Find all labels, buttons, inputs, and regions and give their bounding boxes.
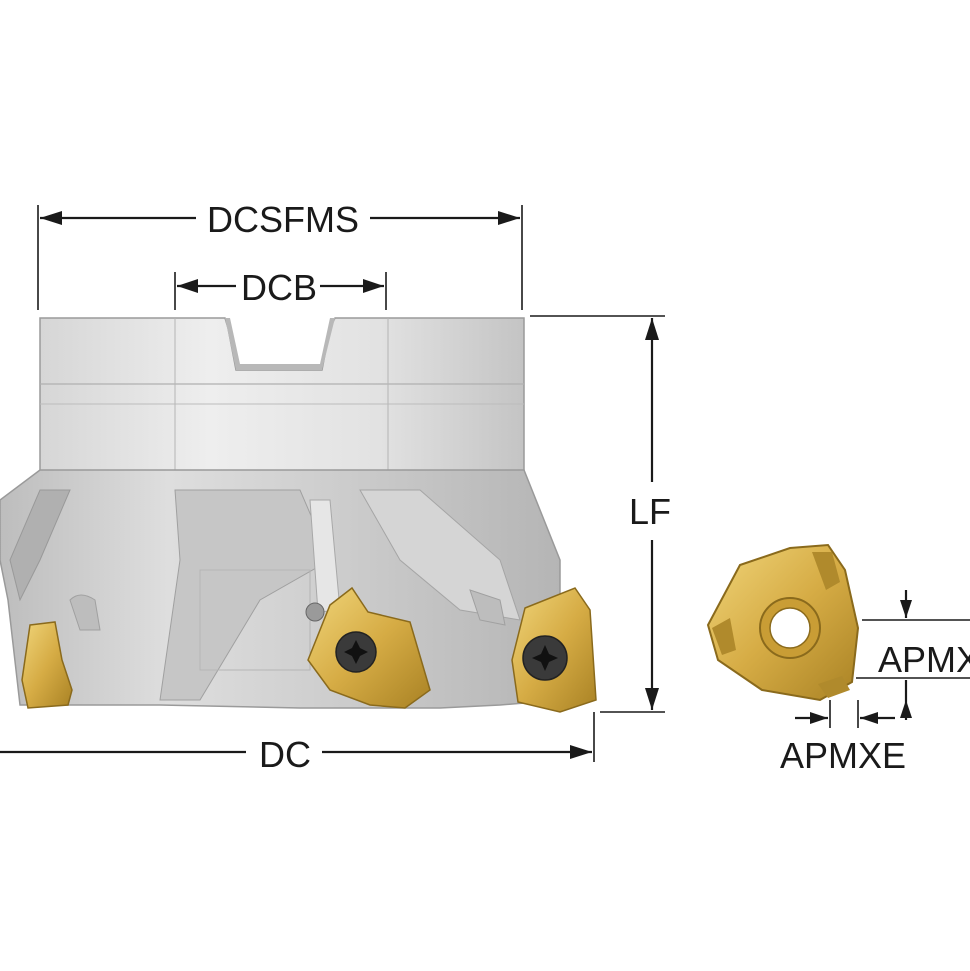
dimension-apmxe: APMXE [780, 700, 906, 776]
cutter-insert-center [305, 586, 431, 709]
apmxe-label: APMXE [780, 735, 906, 776]
flute-facet [9, 489, 71, 602]
flute-facet [359, 489, 521, 621]
lf-label: LF [629, 491, 671, 532]
cutter-insert-left [21, 621, 73, 709]
dimension-dcsfms: DCSFMS [37, 199, 523, 310]
dcsfms-label: DCSFMS [207, 199, 359, 240]
dimension-dc: DC [0, 712, 595, 775]
drive-slot [225, 318, 335, 370]
apmx-label: APMX [878, 639, 970, 680]
cutter-insert-right [511, 587, 597, 713]
detail-insert [706, 543, 860, 702]
flute-facet [159, 489, 331, 701]
dimension-apmx: APMX [856, 590, 970, 720]
cutter-body [0, 317, 561, 709]
dimension-dcb: DCB [174, 267, 387, 310]
dimension-lf: LF [530, 315, 671, 713]
dcb-label: DCB [241, 267, 317, 308]
dc-label: DC [259, 734, 311, 775]
